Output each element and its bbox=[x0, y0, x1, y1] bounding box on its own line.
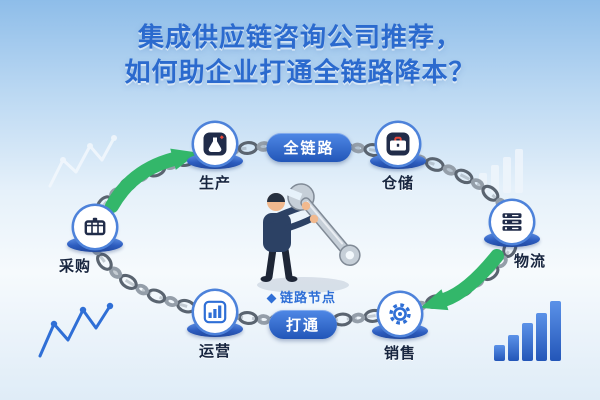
node-label-operations: 运营 bbox=[198, 343, 231, 360]
warehouse-briefcase-icon bbox=[386, 132, 410, 156]
production-flask-icon bbox=[203, 132, 227, 156]
chain-node-caption: 链路节点 bbox=[250, 287, 354, 306]
title-line-2: 如何助企业打通全链路降本？ bbox=[124, 57, 476, 87]
sparkline-decoration-top-left bbox=[48, 135, 117, 188]
node-warehouse: 仓储 bbox=[353, 123, 443, 193]
logistics-server-icon bbox=[502, 213, 522, 231]
full-chain-badge: 全链路 bbox=[266, 133, 352, 162]
node-label-warehouse: 仓储 bbox=[381, 175, 414, 192]
node-production: 生产 bbox=[170, 123, 260, 193]
connect-badge: 打通 bbox=[268, 310, 338, 339]
node-label-procurement: 采购 bbox=[58, 258, 91, 275]
sales-gear-icon bbox=[389, 303, 411, 325]
bar-chart-decoration-bottom-right bbox=[494, 301, 561, 361]
node-procurement: 采购 bbox=[50, 206, 140, 276]
node-label-sales: 销售 bbox=[383, 345, 416, 362]
green-arrow-up-left bbox=[105, 148, 199, 213]
node-logistics: 物流 bbox=[467, 201, 557, 271]
page-title: 集成供应链咨询公司推荐， 如何助企业打通全链路降本？ bbox=[0, 20, 600, 90]
node-label-production: 生产 bbox=[198, 175, 231, 192]
node-label-logistics: 物流 bbox=[513, 253, 546, 270]
green-arrow-down-right bbox=[420, 249, 504, 311]
diamond-icon bbox=[266, 293, 277, 304]
operations-barchart-icon bbox=[203, 300, 227, 324]
line-chart-decoration-bottom-left bbox=[38, 302, 114, 358]
title-line-1: 集成供应链咨询公司推荐， bbox=[137, 22, 462, 52]
procurement-box-icon bbox=[84, 217, 106, 236]
chain-node-text: 链路节点 bbox=[279, 290, 336, 305]
node-sales: 销售 bbox=[355, 293, 445, 363]
node-operations: 运营 bbox=[170, 291, 260, 361]
